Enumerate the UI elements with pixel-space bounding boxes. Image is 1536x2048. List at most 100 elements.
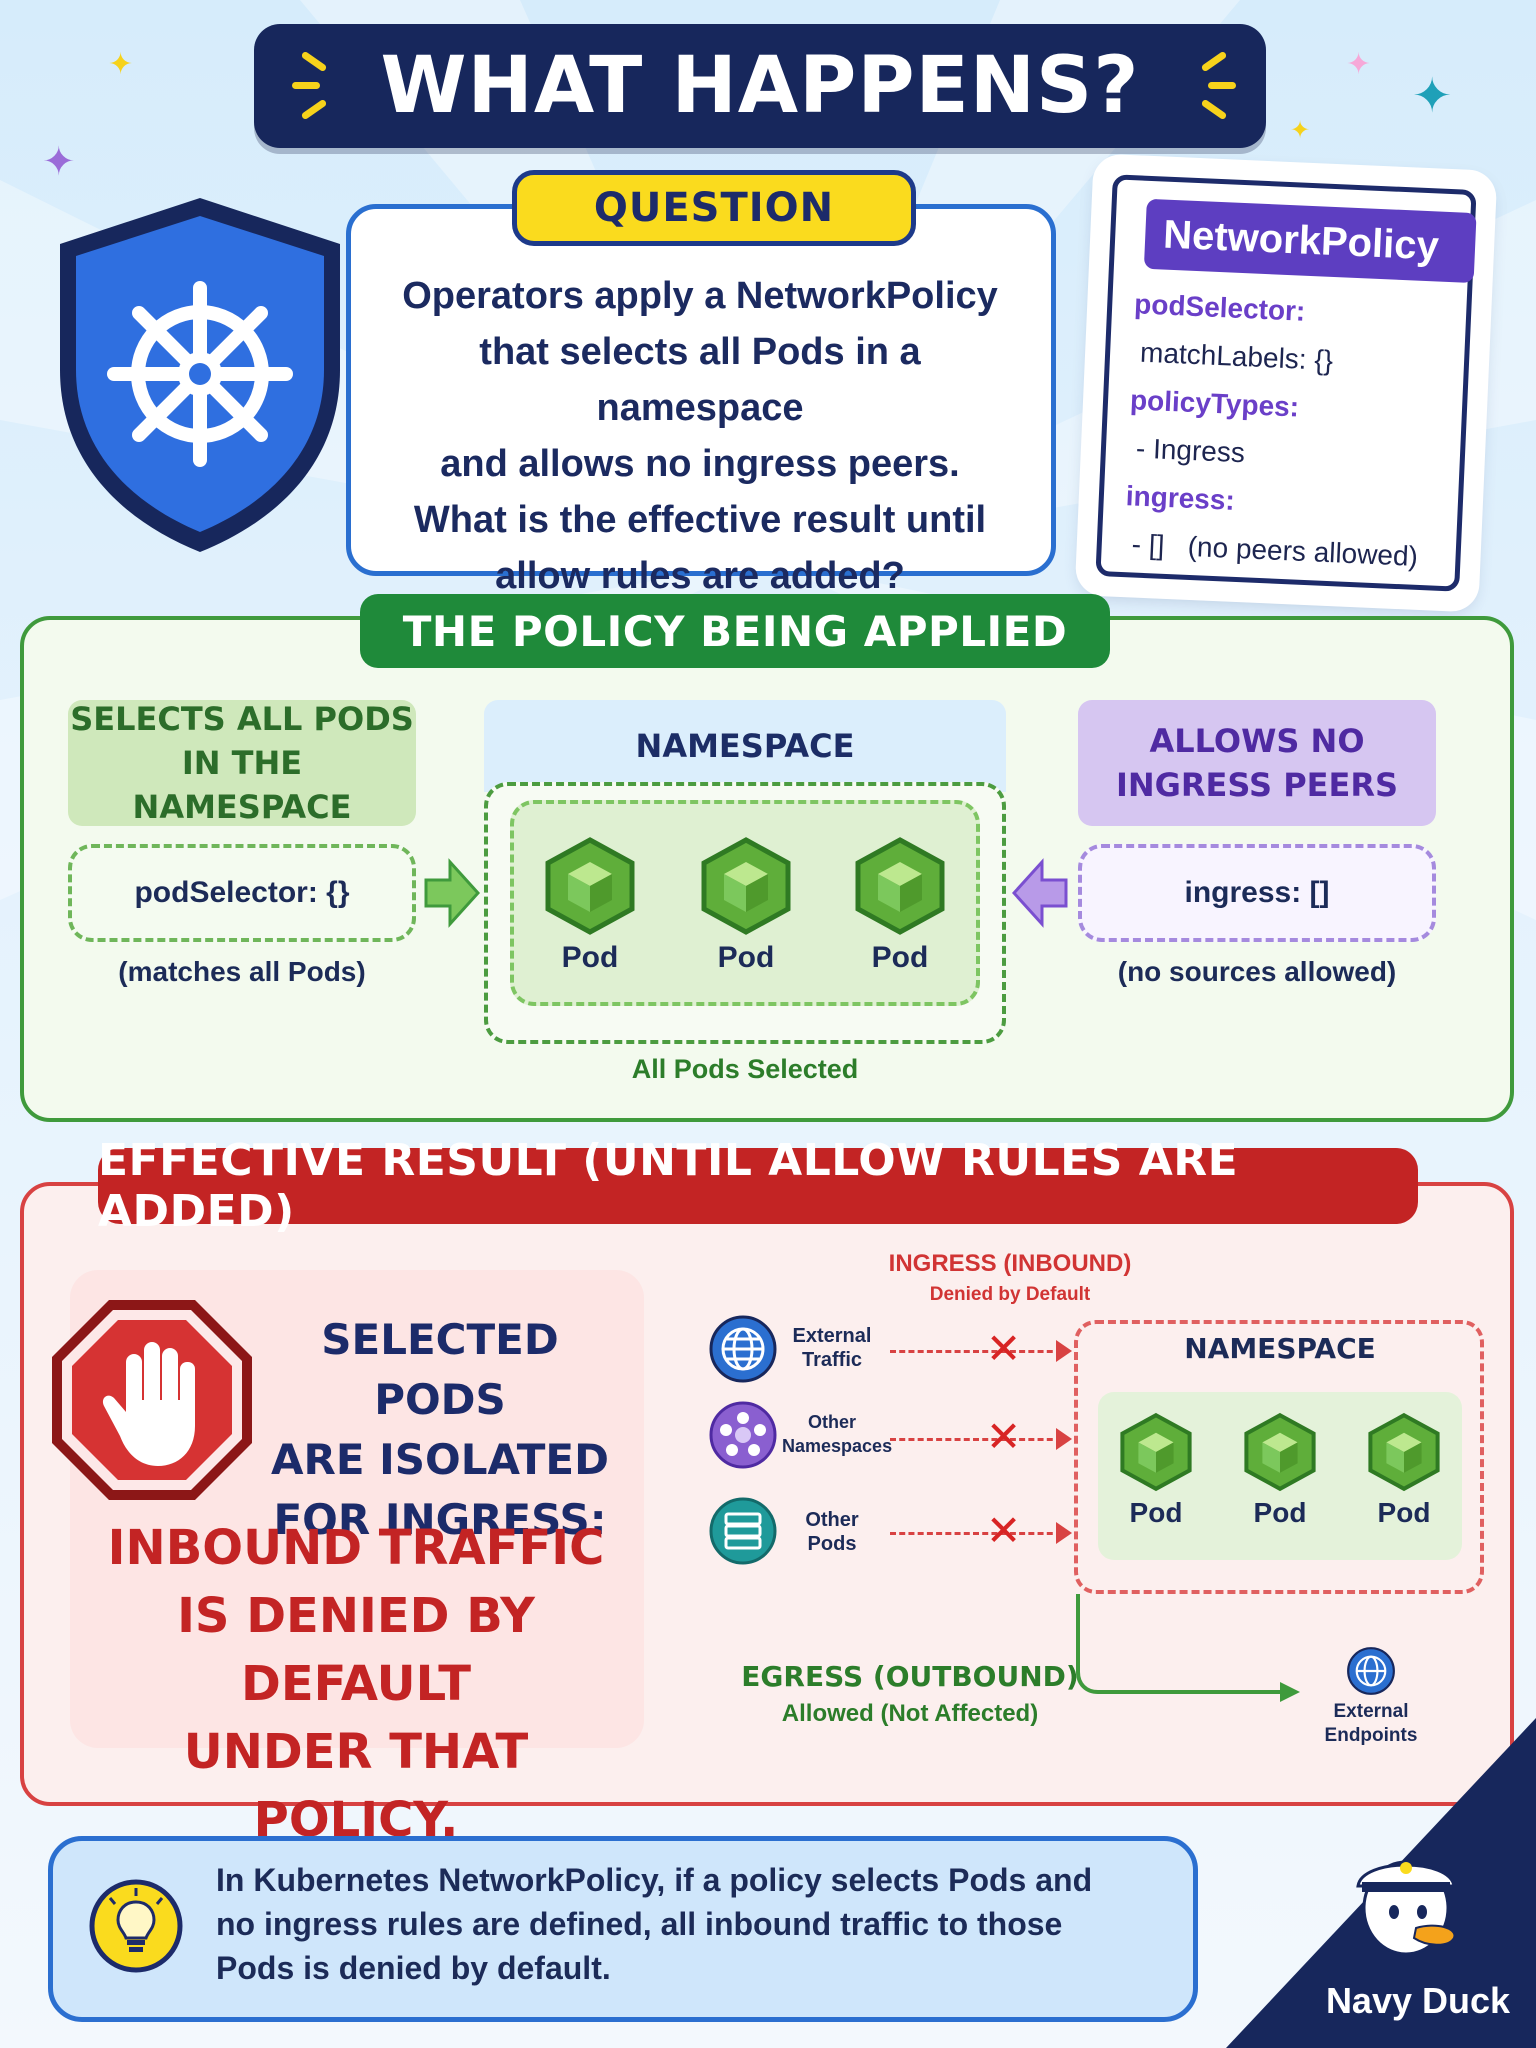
namespace-title: NAMESPACE	[1184, 1332, 1376, 1365]
tag-line: ALLOWS NO	[1149, 722, 1365, 760]
burst-right-icon	[1176, 50, 1236, 121]
navy-duck-corner	[1226, 1718, 1536, 2048]
green-arrow-icon	[424, 858, 480, 928]
isolated-line: SELECTED PODS	[321, 1315, 559, 1424]
egress-arrow	[1076, 1594, 1300, 1702]
source-label: Other Namespaces	[782, 1410, 893, 1458]
globe-icon	[709, 1315, 777, 1383]
yaml-key: podSelector:	[1133, 288, 1306, 327]
ingress-subtitle: Denied by Default	[929, 1284, 1091, 1305]
x-mark-icon: ✕	[986, 1324, 1022, 1373]
pod-label: Pod	[1253, 1497, 1307, 1528]
selects-all-pods-tag: SELECTS ALL PODS IN THE NAMESPACE	[68, 700, 416, 826]
pod: Pod	[1364, 1412, 1444, 1529]
kubernetes-shield-icon	[60, 198, 340, 552]
denied-line: IS DENIED BY DEFAULT	[177, 1588, 535, 1712]
title-banner: WHAT HAPPENS?	[254, 24, 1266, 148]
isolated-line: FOR INGRESS:	[273, 1495, 607, 1544]
allows-no-ingress-tag: ALLOWS NO INGRESS PEERS	[1078, 700, 1436, 826]
burst-left-icon	[292, 50, 352, 121]
pod-label: Pod	[1129, 1497, 1183, 1528]
sparkle-icon: ✦	[1290, 116, 1311, 144]
egress-title: EGRESS (OUTBOUND)	[741, 1660, 1079, 1693]
denied-line: INBOUND TRAFFIC	[107, 1520, 605, 1576]
source-line: External	[792, 1325, 872, 1347]
denied-line: UNDER THAT POLICY.	[183, 1724, 529, 1848]
namespace-caption: All Pods Selected	[631, 1054, 859, 1084]
server-icon	[709, 1497, 777, 1565]
blocked-arrow	[890, 1350, 1062, 1353]
brand-name: Navy Duck	[1325, 1980, 1511, 2021]
blocked-arrow	[890, 1438, 1062, 1441]
lightbulb-icon	[89, 1879, 183, 1973]
namespace-label: NAMESPACE	[484, 700, 1006, 792]
isolated-line: ARE ISOLATED	[271, 1435, 609, 1484]
sparkle-icon: ✦	[1346, 47, 1372, 82]
tag-line: IN THE NAMESPACE	[132, 744, 352, 826]
pod-label: Pod	[561, 941, 619, 974]
source-line: Other	[805, 1509, 859, 1531]
pod-icon	[1244, 1412, 1316, 1492]
purple-arrow-icon	[1012, 858, 1068, 928]
question-text: Operators apply a NetworkPolicy that sel…	[380, 268, 1020, 604]
source-label: Other Pods	[782, 1508, 882, 1556]
pod: Pod	[540, 836, 640, 975]
ingress-code: ingress: []	[1078, 844, 1436, 942]
pod-icon	[1368, 1412, 1440, 1492]
policy-section-label: THE POLICY BEING APPLIED	[360, 594, 1110, 668]
pod-icon	[545, 837, 635, 935]
egress-subtitle: Allowed (Not Affected)	[781, 1700, 1039, 1727]
networkpolicy-card: NetworkPolicy podSelector: matchLabels: …	[1080, 159, 1492, 607]
denied-text: INBOUND TRAFFIC IS DENIED BY DEFAULT UND…	[76, 1514, 636, 1854]
stop-hand-icon	[52, 1300, 252, 1500]
right-caption: (no sources allowed)	[1117, 956, 1397, 987]
left-caption: (matches all Pods)	[118, 956, 366, 987]
yaml-key: ingress:	[1125, 480, 1236, 516]
networkpolicy-title: NetworkPolicy	[1143, 198, 1477, 284]
question-line: allow rules are added?	[495, 555, 905, 597]
globe-icon	[1347, 1647, 1395, 1695]
pod-icon	[701, 837, 791, 935]
blocked-arrow	[890, 1532, 1062, 1535]
isolated-text: SELECTED PODS ARE ISOLATED FOR INGRESS:	[270, 1310, 610, 1550]
pod-selector-code: podSelector: {}	[68, 844, 416, 942]
ingress-title: INGRESS (INBOUND)	[888, 1250, 1132, 1277]
source-line: Namespaces	[782, 1436, 893, 1456]
question-line: Operators apply a NetworkPolicy	[402, 275, 998, 317]
sparkle-icon: ✦	[1412, 68, 1453, 124]
pod-icon	[855, 837, 945, 935]
x-mark-icon: ✕	[986, 1412, 1022, 1461]
sparkle-icon: ✦	[42, 139, 76, 185]
question-card	[346, 204, 1056, 576]
namespace-box	[1074, 1320, 1484, 1594]
question-line: What is the effective result until	[413, 499, 987, 541]
pod: Pod	[1240, 1412, 1320, 1529]
note-text: In Kubernetes NetworkPolicy, if a policy…	[216, 1858, 1166, 1990]
pod: Pod	[850, 836, 950, 975]
arrowhead-icon	[1056, 1340, 1072, 1362]
pod-icon	[1120, 1412, 1192, 1492]
page-title: WHAT HAPPENS?	[380, 41, 1140, 131]
external-endpoints-label: External Endpoints	[1316, 1700, 1426, 1748]
note-line: Pods is denied by default.	[216, 1950, 611, 1986]
source-label: External Traffic	[782, 1324, 882, 1372]
note-line: no ingress rules are defined, all inboun…	[216, 1906, 1063, 1942]
yaml-value: matchLabels: {}	[1139, 336, 1334, 377]
networkpolicy-card-border: NetworkPolicy podSelector: matchLabels: …	[1095, 174, 1477, 592]
source-line: Pods	[807, 1533, 857, 1555]
tag-line: INGRESS PEERS	[1115, 766, 1399, 804]
note-line: In Kubernetes NetworkPolicy, if a policy…	[216, 1862, 1093, 1898]
question-line: that selects all Pods in a namespace	[479, 331, 921, 429]
yaml-key: policyTypes:	[1129, 384, 1300, 423]
pod-label: Pod	[717, 941, 775, 974]
yaml-value: - [] (no peers allowed)	[1131, 528, 1419, 572]
result-section-label: EFFECTIVE RESULT (UNTIL ALLOW RULES ARE …	[98, 1135, 1418, 1237]
yaml-value: - Ingress	[1135, 432, 1246, 469]
endpoint-line: Endpoints	[1324, 1725, 1418, 1746]
arrowhead-icon	[1056, 1522, 1072, 1544]
pod-label: Pod	[871, 941, 929, 974]
question-line: and allows no ingress peers.	[440, 443, 960, 485]
pod-label: Pod	[1377, 1497, 1431, 1528]
tag-line: SELECTS ALL PODS	[70, 700, 414, 738]
source-line: Other	[807, 1412, 856, 1432]
